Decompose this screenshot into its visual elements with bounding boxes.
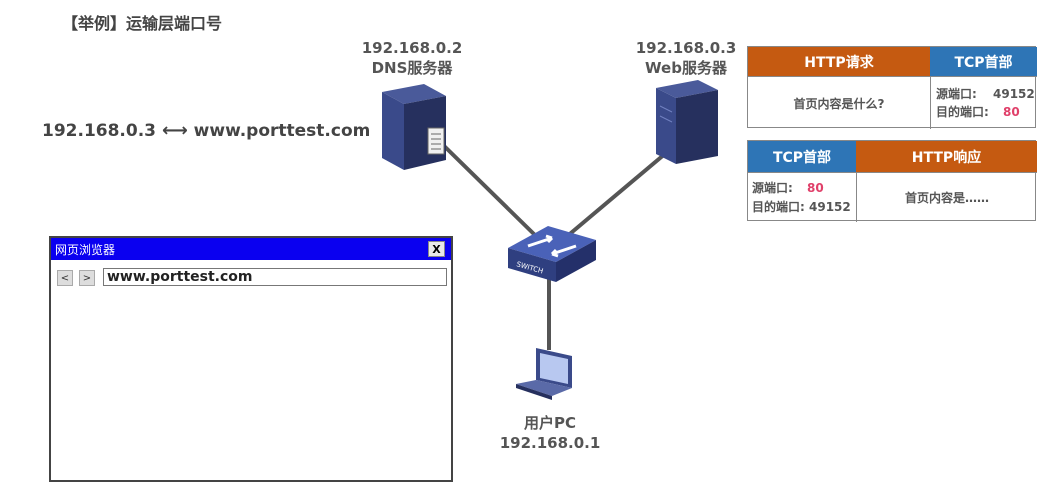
response-packet: TCP首部 HTTP响应 源端口: 80 目的端口: 49152 首页内容是…… — [747, 140, 1037, 222]
request-src-port: 49152 — [993, 87, 1035, 101]
response-src-port: 80 — [807, 181, 824, 195]
close-button[interactable]: X — [428, 241, 445, 257]
response-http-content: 首页内容是…… — [856, 172, 1037, 222]
browser-title: 网页浏览器 — [55, 242, 116, 257]
dns-server-label: 192.168.0.2 DNS服务器 — [352, 38, 472, 78]
web-server-ip: 192.168.0.3 — [635, 39, 737, 57]
response-dst-port: 49152 — [809, 200, 851, 214]
response-tcp-ports: 源端口: 80 目的端口: 49152 — [748, 172, 856, 222]
request-http-content-text: 首页内容是什么? — [793, 96, 885, 111]
dns-server-ip: 192.168.0.2 — [361, 39, 463, 57]
request-tcp-header: TCP首部 — [930, 47, 1037, 76]
link-web-switch — [563, 146, 674, 240]
dns-server-name: DNS服务器 — [371, 59, 453, 77]
web-server-icon — [656, 80, 718, 164]
response-http-content-text: 首页内容是…… — [904, 191, 989, 205]
dns-server-icon — [382, 84, 446, 170]
request-dst-port: 80 — [1003, 105, 1020, 119]
request-http-header: HTTP请求 — [748, 47, 930, 76]
double-arrow-icon: ⟷ — [161, 120, 188, 141]
back-button[interactable]: < — [57, 270, 73, 286]
page-title: 【举例】运输层端口号 — [62, 14, 223, 33]
browser-title-bar: 网页浏览器 X — [51, 238, 451, 260]
user-pc-label: 用户PC 192.168.0.1 — [490, 413, 610, 453]
web-server-name: Web服务器 — [645, 59, 727, 77]
response-http-header: HTTP响应 — [856, 141, 1037, 172]
address-bar[interactable]: www.porttest.com — [103, 268, 447, 286]
user-pc-name: 用户PC — [523, 414, 576, 432]
web-server-label: 192.168.0.3 Web服务器 — [626, 38, 746, 78]
request-packet: HTTP请求 TCP首部 首页内容是什么? 源端口: 49152 目的端口: 8… — [747, 46, 1037, 129]
mapping-ip: 192.168.0.3 — [42, 121, 157, 141]
switch-icon: SWITCH — [508, 226, 596, 282]
request-src-label: 源端口: — [936, 87, 977, 101]
browser-window: 网页浏览器 X < > www.porttest.com — [49, 236, 453, 482]
response-src-label: 源端口: — [752, 181, 793, 195]
request-dst-label: 目的端口: — [936, 105, 989, 119]
mapping-domain: www.porttest.com — [193, 121, 371, 141]
user-pc-ip: 192.168.0.1 — [499, 434, 601, 452]
request-tcp-ports: 源端口: 49152 目的端口: 80 — [930, 76, 1037, 129]
request-http-content: 首页内容是什么? — [748, 76, 930, 129]
link-dns-switch — [436, 138, 542, 242]
response-dst-label: 目的端口: — [752, 200, 805, 214]
laptop-icon — [516, 348, 572, 400]
dns-mapping: 192.168.0.3 ⟷ www.porttest.com — [42, 120, 370, 141]
forward-button[interactable]: > — [79, 270, 95, 286]
response-tcp-header: TCP首部 — [748, 141, 856, 172]
